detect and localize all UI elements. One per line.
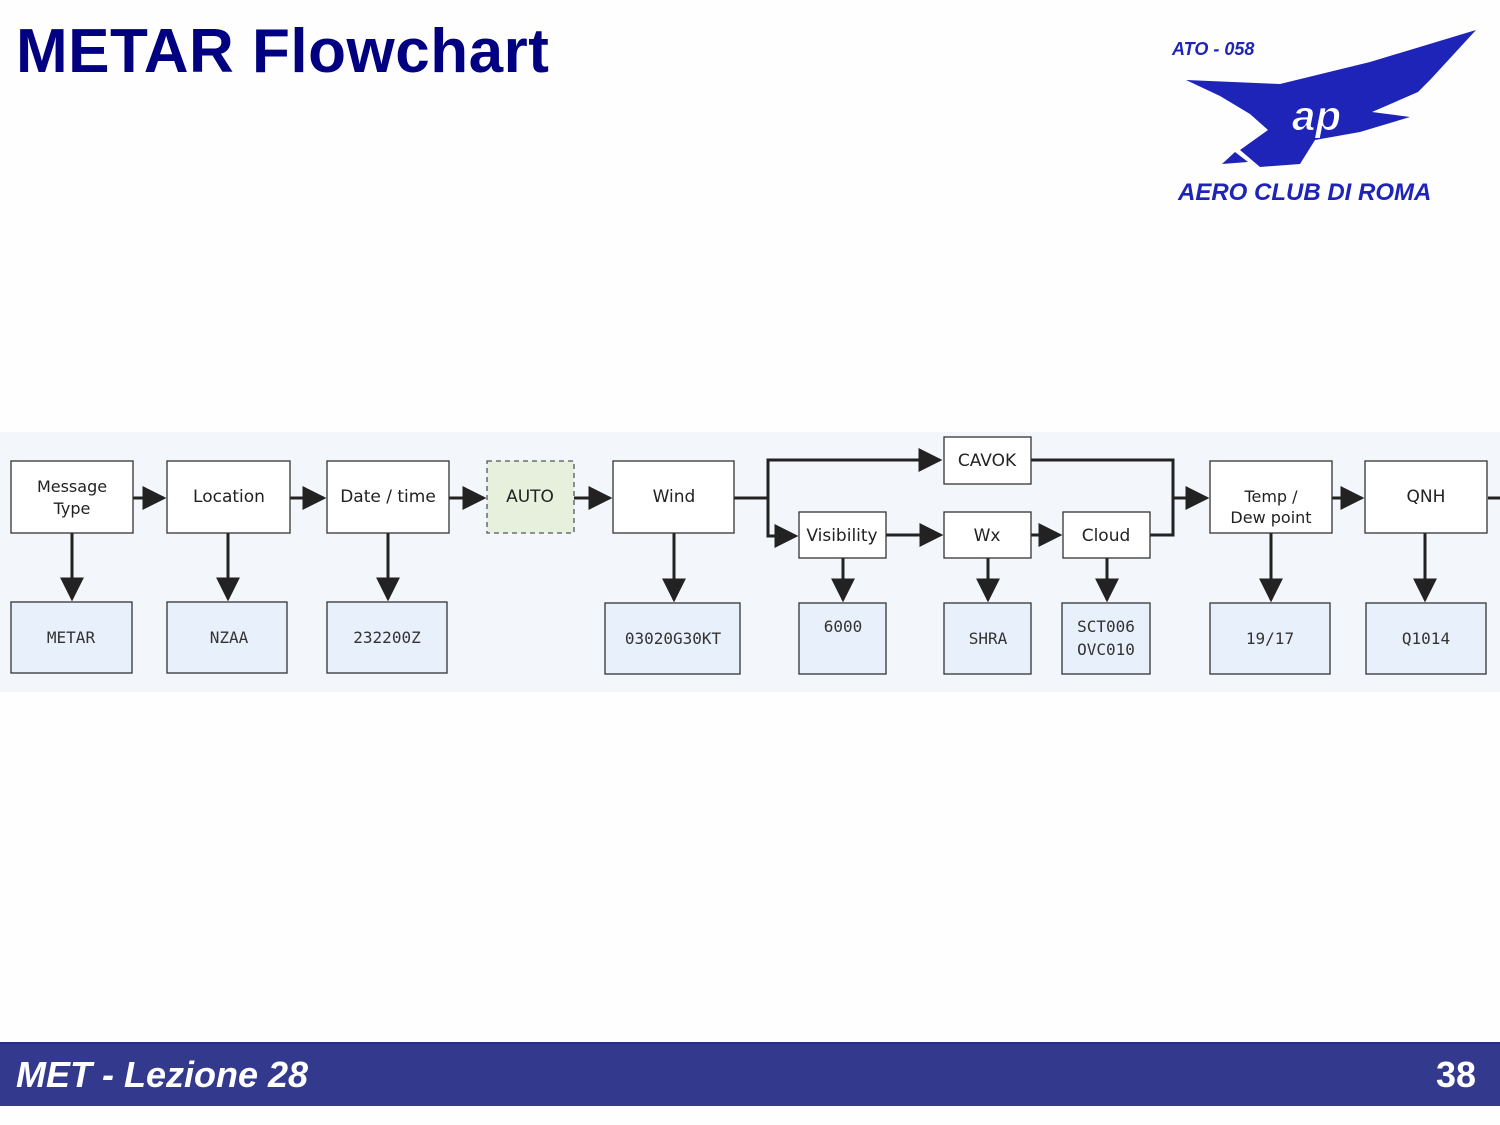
example-wind: 03020G30KT (625, 629, 722, 648)
label-cloud: Cloud (1082, 526, 1131, 546)
box-visibility (798, 511, 887, 559)
example-box-visibility (798, 602, 887, 675)
arrow-wind-cavok (734, 448, 943, 500)
lesson-label: MET - Lezione 28 (16, 1054, 309, 1095)
label-cavok: CAVOK (958, 451, 1017, 471)
example-location: NZAA (210, 628, 249, 647)
box-auto (486, 460, 575, 534)
box-location (166, 460, 291, 534)
line-cavok-merge (1031, 458, 1175, 498)
example-visibility: 6000 (824, 617, 863, 636)
example-wx: SHRA (969, 629, 1008, 648)
example-cloud-2: OVC010 (1077, 640, 1135, 659)
example-box-location (166, 601, 288, 674)
footer-bar: MET - Lezione 28 38 (0, 1042, 1500, 1106)
label-auto: AUTO (506, 487, 554, 507)
example-cloud-1: SCT006 (1077, 617, 1135, 636)
arrow-wind-visibility (766, 498, 799, 548)
box-message-type (10, 460, 134, 534)
example-box-wx (943, 602, 1032, 675)
box-temp-dew (1209, 460, 1333, 534)
aero-club-logo: ATO - 058 ap AERO CLUB DI ROMA (1171, 30, 1476, 206)
example-box-message-type (10, 601, 133, 674)
eagle-icon (1186, 30, 1476, 167)
box-wind (612, 460, 735, 534)
example-date-time: 232200Z (353, 628, 421, 647)
label-visibility: Visibility (806, 526, 877, 546)
page-number: 38 (1435, 1054, 1476, 1095)
slide-title: METAR Flowchart (16, 17, 550, 86)
example-temp-dew: 19/17 (1246, 629, 1294, 648)
example-box-temp-dew (1209, 602, 1331, 675)
logo-name: AERO CLUB DI ROMA (1177, 179, 1431, 206)
arrow-merge-temp (1150, 486, 1210, 537)
box-qnh (1364, 460, 1488, 534)
label-date-time: Date / time (340, 487, 436, 507)
label-wind: Wind (653, 487, 696, 507)
box-wx (943, 511, 1032, 559)
example-box-wind (604, 602, 741, 675)
box-cavok (943, 436, 1032, 485)
logo-code: ATO - 058 (1171, 39, 1254, 59)
example-qnh: Q1014 (1402, 629, 1450, 648)
logo-monogram: ap (1292, 92, 1341, 139)
box-cloud (1062, 511, 1151, 559)
label-temp-dew: Temp /Dew point (1230, 487, 1311, 527)
label-qnh: QNH (1407, 487, 1446, 507)
label-location: Location (193, 487, 265, 507)
label-wx: Wx (974, 526, 1001, 546)
example-box-date-time (326, 601, 448, 674)
example-box-cloud (1061, 602, 1151, 675)
example-box-qnh (1365, 602, 1487, 675)
example-message-type: METAR (47, 628, 96, 647)
box-date-time (326, 460, 450, 534)
